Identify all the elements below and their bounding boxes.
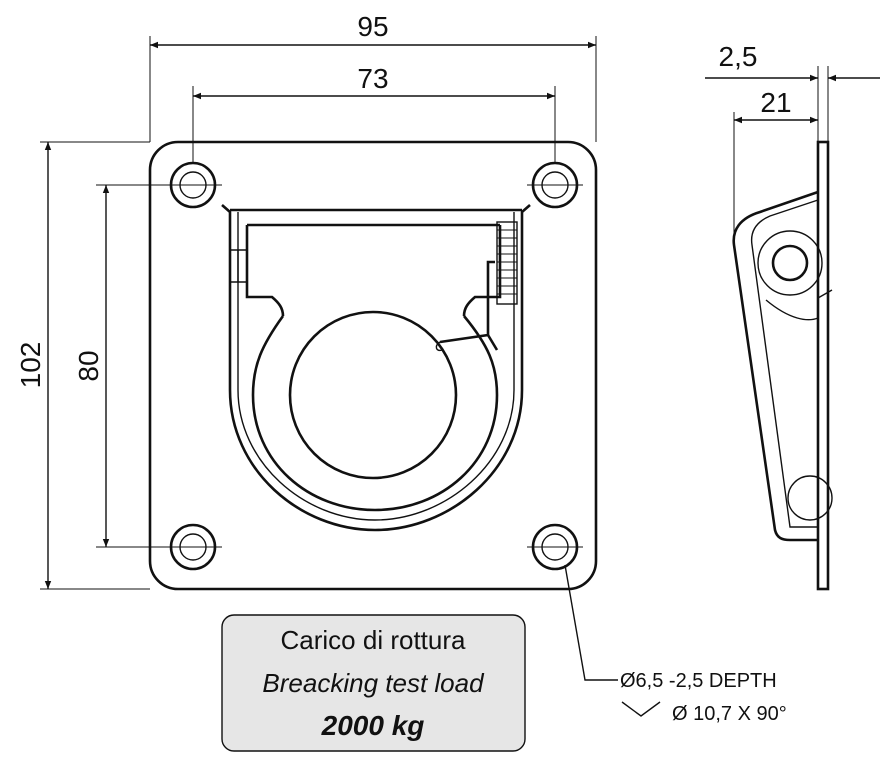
dim-height-overall: 102 — [15, 342, 46, 389]
front-view: 95 73 102 80 — [15, 11, 618, 681]
hinge-pin — [771, 244, 809, 282]
spring — [435, 221, 518, 352]
dim-width-overall: 95 — [357, 11, 388, 42]
dim-width-holes: 73 — [357, 63, 388, 94]
side-view: 2,5 21 — [705, 41, 880, 591]
base-plate — [148, 140, 598, 591]
ring-opening — [288, 310, 458, 480]
dim-thickness: 2,5 — [719, 41, 758, 72]
load-label-italian: Carico di rottura — [281, 625, 466, 655]
load-box-frame — [221, 614, 526, 752]
hole-note-leader — [564, 564, 618, 681]
load-value: 2000 kg — [321, 710, 425, 741]
hole-note: Ø6,5 -2,5 DEPTH Ø 10,7 X 90° — [620, 670, 787, 725]
pan-profile — [732, 190, 819, 542]
load-box: Carico di rottura Breacking test load 20… — [221, 614, 526, 752]
load-label-english: Breacking test load — [262, 668, 485, 698]
dim-height-holes: 80 — [73, 350, 104, 381]
hole-note-line2: Ø 10,7 X 90° — [672, 703, 787, 725]
hinge-outer — [757, 230, 823, 296]
dim-depth: 21 — [760, 87, 791, 118]
folding-ring — [230, 223, 502, 512]
recessed-pan — [221, 204, 531, 532]
countersink-symbol — [621, 701, 661, 717]
plate-edge — [816, 140, 830, 591]
hole-note-line1: Ø6,5 -2,5 DEPTH — [620, 670, 777, 692]
ring-end — [787, 475, 833, 521]
